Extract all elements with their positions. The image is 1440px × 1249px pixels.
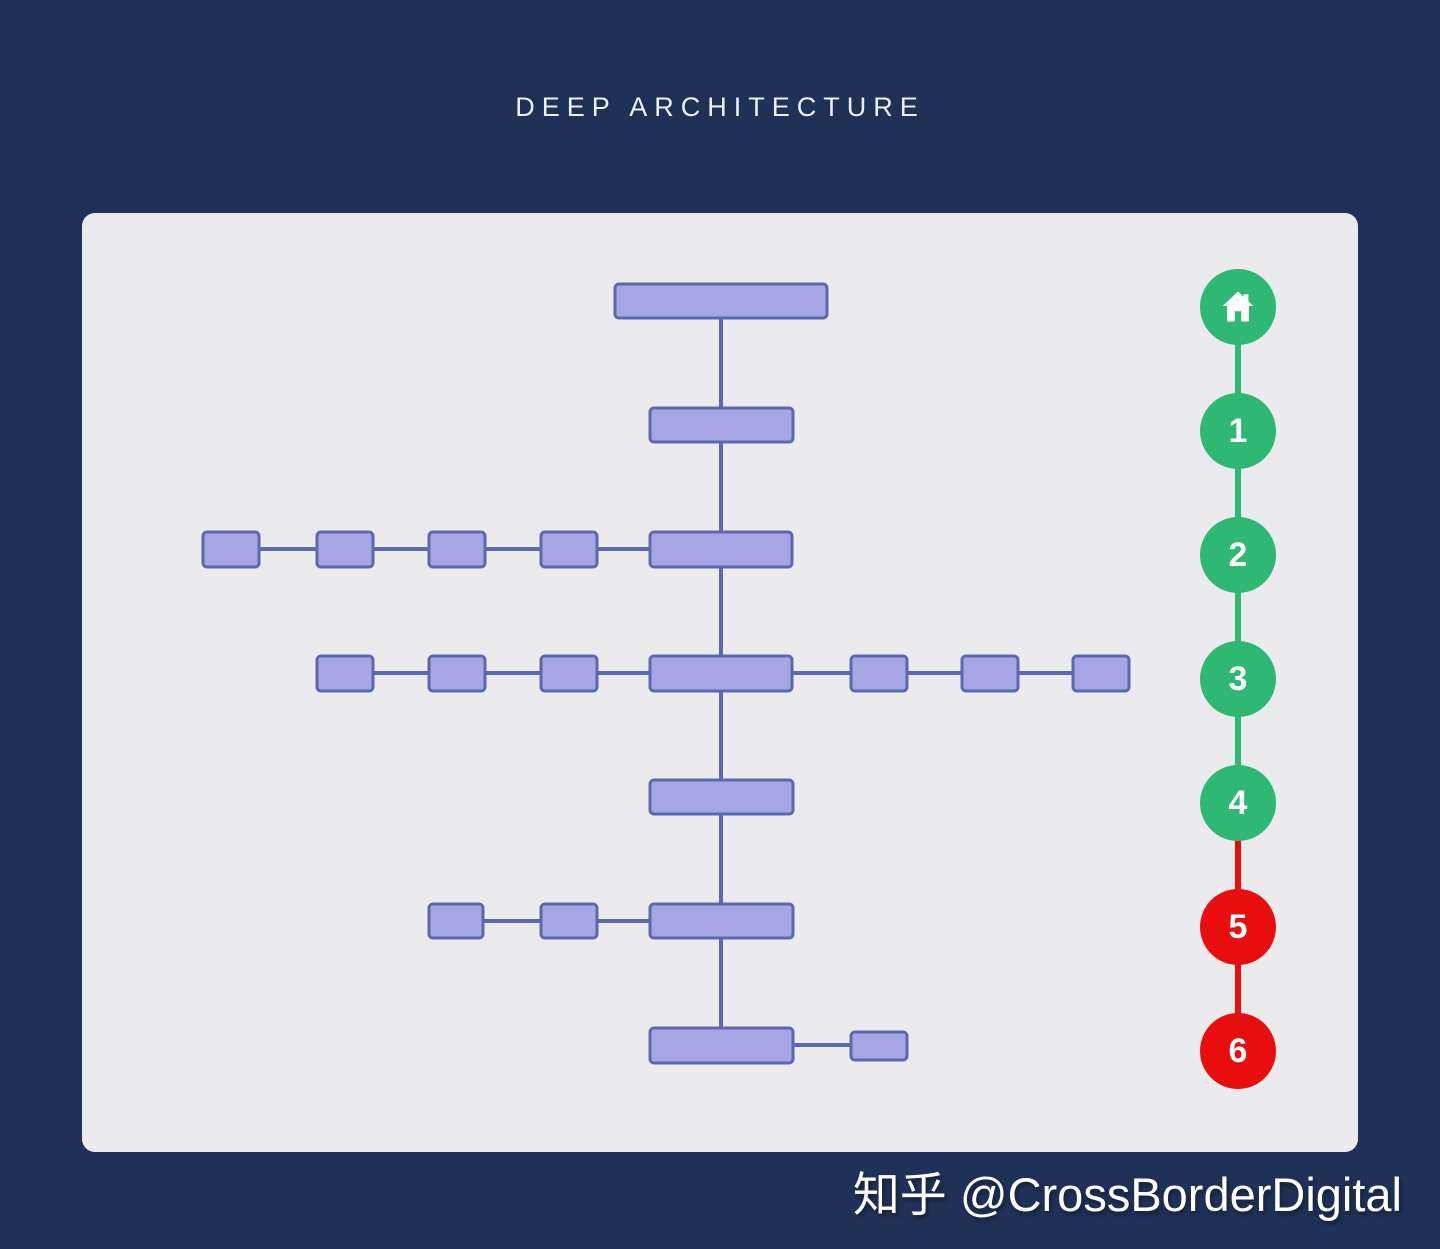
step-circle-step-6 (1200, 1013, 1276, 1089)
step-label-step-2: 2 (1229, 536, 1248, 574)
page-title: DEEP ARCHITECTURE (515, 92, 925, 122)
diagram-panel: 1 2 3 4 5 6 (82, 213, 1358, 1152)
step-label-step-5: 5 (1229, 908, 1248, 946)
step-label-step-3: 3 (1229, 660, 1248, 698)
node-level-2-leaf-3 (427, 530, 487, 569)
node-level-2-leaf-2 (315, 530, 375, 569)
home-icon (1222, 291, 1254, 322)
node-level-3-leaf-2 (427, 654, 487, 693)
step-label-step-4: 4 (1229, 784, 1248, 822)
architecture-diagram: 1 2 3 4 5 6 (201, 269, 1276, 1089)
node-level-2-main (648, 530, 794, 569)
step-circle-step-1 (1200, 393, 1276, 469)
step-circle-step-5 (1200, 889, 1276, 965)
node-level-6-main (648, 1026, 795, 1065)
step-label-step-6: 6 (1229, 1032, 1248, 1070)
node-level-6-leaf-1 (849, 1030, 909, 1062)
node-level-2-leaf-4 (539, 530, 599, 569)
node-level-2-leaf-1 (201, 530, 261, 569)
node-level-3-leaf-4 (849, 654, 909, 693)
node-level-3-leaf-1 (315, 654, 375, 693)
node-level-4-main (648, 778, 795, 816)
node-root (613, 282, 829, 320)
step-label-step-1: 1 (1229, 412, 1248, 450)
step-circle-step-3 (1200, 641, 1276, 717)
node-level-5-leaf-1 (427, 902, 485, 940)
node-level-1-main (648, 406, 795, 444)
node-level-3-leaf-6 (1071, 654, 1131, 693)
watermark: 知乎 @CrossBorderDigital (852, 1168, 1402, 1221)
node-level-3-leaf-5 (960, 654, 1020, 693)
node-level-5-leaf-2 (539, 902, 599, 940)
node-level-3-leaf-3 (539, 654, 599, 693)
step-circle-step-2 (1200, 517, 1276, 593)
node-level-5-main (648, 902, 795, 940)
node-level-3-main (648, 654, 794, 693)
step-circle-step-4 (1200, 765, 1276, 841)
